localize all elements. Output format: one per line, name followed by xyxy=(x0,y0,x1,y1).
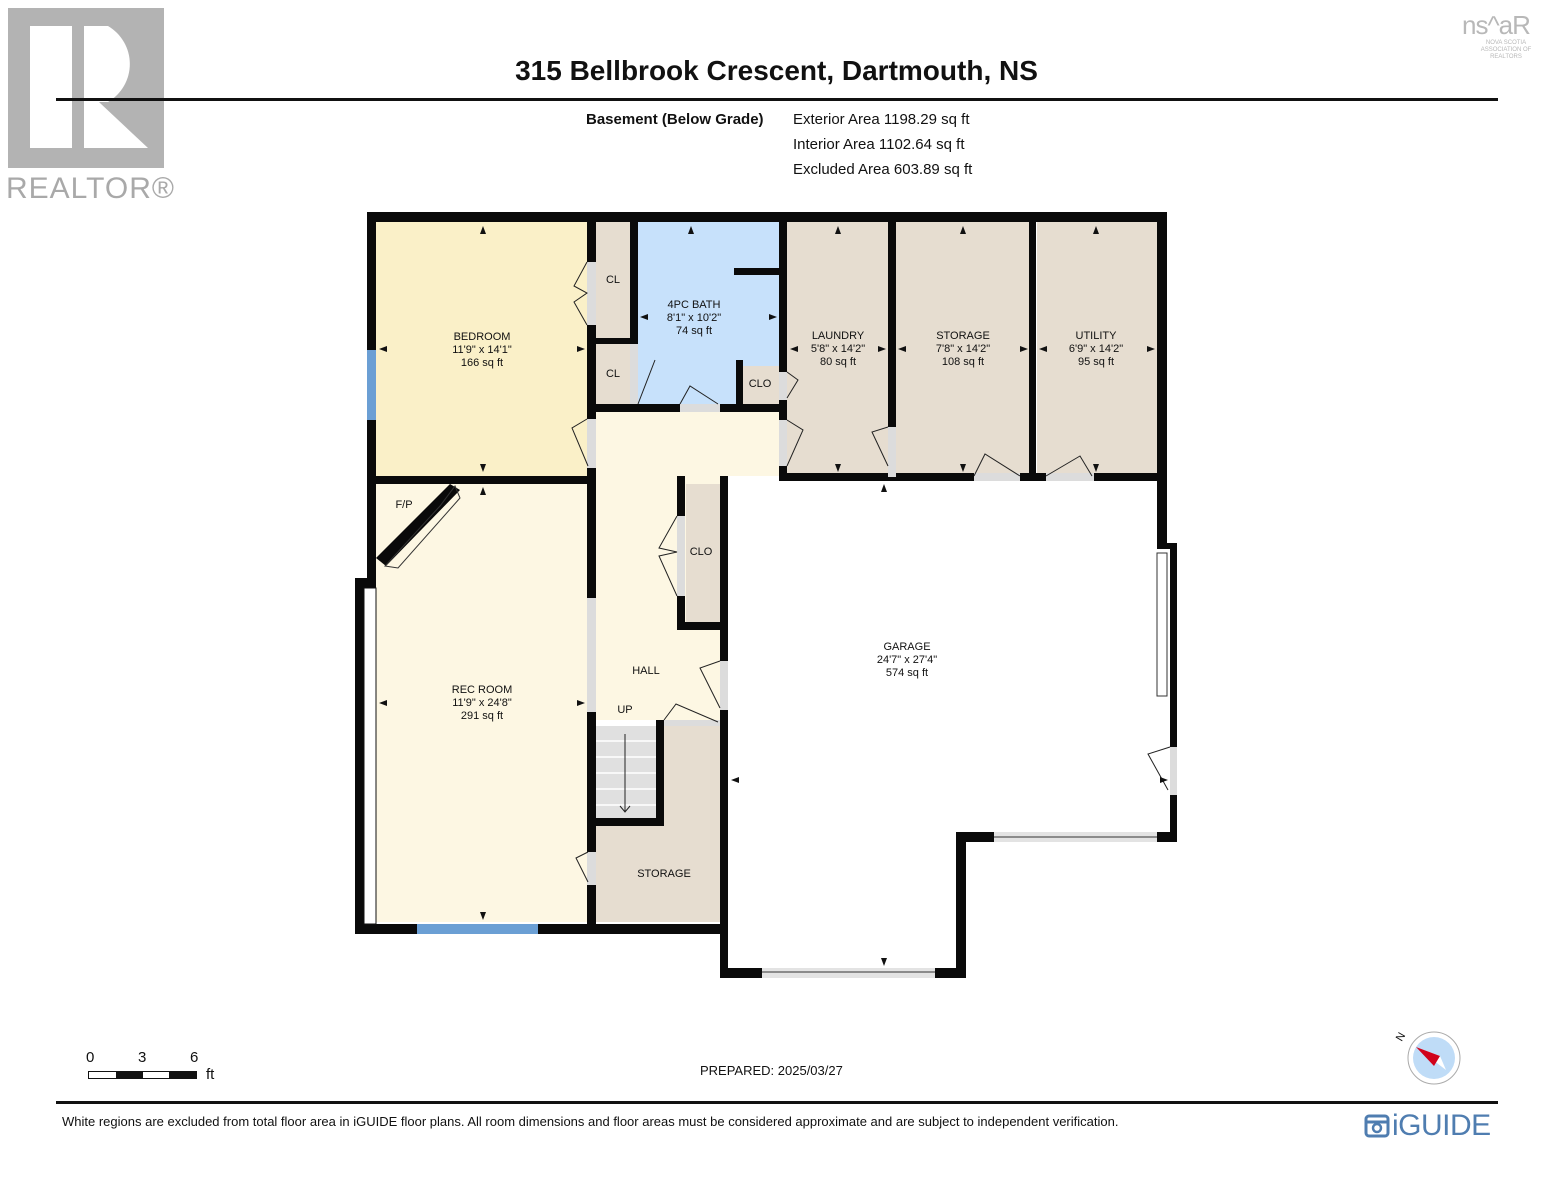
scale-unit: ft xyxy=(206,1066,215,1083)
room-laundry: LAUNDRY 5'8" x 14'2" 80 sq ft xyxy=(811,330,865,369)
room-dims: 11'9" x 14'1" xyxy=(452,344,512,356)
scale-bar xyxy=(88,1071,197,1079)
fireplace-label: F/P xyxy=(395,499,413,511)
closet-1-area xyxy=(596,222,632,338)
room-name: LAUNDRY xyxy=(811,330,865,342)
room-area: 108 sq ft xyxy=(941,356,985,368)
page-title: 315 Bellbrook Crescent, Dartmouth, NS xyxy=(515,55,1038,86)
room-dims: 5'8" x 14'2" xyxy=(810,343,866,355)
hall-closet-label: CLO xyxy=(689,546,713,558)
room-name: REC ROOM xyxy=(451,684,513,696)
closet-2-label: CL xyxy=(605,368,621,380)
scale-tick-3: 3 xyxy=(138,1049,147,1066)
room-area: 80 sq ft xyxy=(819,356,857,368)
room-area: 166 sq ft xyxy=(460,357,504,369)
disclaimer: White regions are excluded from total fl… xyxy=(62,1114,1119,1129)
scale-tick-0: 0 xyxy=(86,1049,95,1066)
stairs-up-label: UP xyxy=(617,704,633,716)
nsar-logo: ns^aR xyxy=(1462,10,1531,40)
room-dims: 11'9" x 24'8" xyxy=(452,697,512,709)
nsar-logo-subtext: NOVA SCOTIA ASSOCIATION OF REALTORS xyxy=(1480,40,1532,60)
iguide-camera-icon xyxy=(1364,1114,1390,1138)
utility-area xyxy=(1037,222,1157,476)
title-divider xyxy=(56,98,1498,101)
room-bedroom: BEDROOM 11'9" x 14'1" 166 sq ft xyxy=(452,331,512,370)
room-rec-room: REC ROOM 11'9" x 24'8" 291 sq ft xyxy=(452,684,513,723)
compass-icon xyxy=(1407,1031,1461,1085)
closet-1-label: CL xyxy=(605,274,621,286)
room-name: STORAGE xyxy=(936,330,990,342)
storage-small-label: STORAGE xyxy=(637,868,691,880)
realtor-r-icon xyxy=(30,26,148,148)
floor-name: Basement (Below Grade) xyxy=(586,111,764,128)
realtor-wordmark: REALTOR® xyxy=(6,172,176,205)
exterior-area: Exterior Area 1198.29 sq ft xyxy=(793,111,970,128)
room-area: 291 sq ft xyxy=(460,710,504,722)
iguide-wordmark: iGUIDE xyxy=(1392,1109,1491,1142)
hall-closet-area xyxy=(686,484,720,624)
room-4pc-bath: 4PC BATH 8'1" x 10'2" 74 sq ft xyxy=(667,299,721,338)
room-area: 74 sq ft xyxy=(675,325,713,337)
room-storage: STORAGE 7'8" x 14'2" 108 sq ft xyxy=(936,330,990,369)
bedroom-window xyxy=(367,350,376,420)
room-name: UTILITY xyxy=(1075,330,1117,342)
interior-area: Interior Area 1102.64 sq ft xyxy=(793,136,965,153)
room-area: 95 sq ft xyxy=(1077,356,1115,368)
prepared-date: PREPARED: 2025/03/27 xyxy=(700,1063,843,1078)
bath-closet-label: CLO xyxy=(748,378,772,390)
room-dims: 7'8" x 14'2" xyxy=(935,343,991,355)
excluded-area: Excluded Area 603.89 sq ft xyxy=(793,161,973,178)
room-utility: UTILITY 6'9" x 14'2" 95 sq ft xyxy=(1069,330,1123,369)
iguide-logo xyxy=(1364,1113,1390,1144)
storage-area xyxy=(895,222,1031,476)
rec-room-area xyxy=(375,484,588,922)
room-name: GARAGE xyxy=(883,641,931,653)
scale-tick-6: 6 xyxy=(190,1049,199,1066)
hall-label: HALL xyxy=(632,665,660,677)
realtor-logo xyxy=(8,8,164,168)
room-dims: 24'7" x 27'4" xyxy=(876,654,938,666)
room-dims: 8'1" x 10'2" xyxy=(666,312,722,324)
hall-upper-area xyxy=(596,411,782,476)
room-dims: 6'9" x 14'2" xyxy=(1068,343,1124,355)
bath-closet-area xyxy=(740,366,780,404)
closet-2-area xyxy=(596,344,632,404)
rec-window xyxy=(417,924,538,934)
room-name: 4PC BATH xyxy=(667,299,721,311)
bedroom-area xyxy=(375,222,589,476)
stairs-arrow-icon xyxy=(619,734,631,813)
storage-small-area xyxy=(596,820,720,922)
room-garage: GARAGE 24'7" x 27'4" 574 sq ft xyxy=(877,641,937,680)
footer-divider xyxy=(56,1101,1498,1104)
room-area: 574 sq ft xyxy=(885,667,929,679)
room-name: BEDROOM xyxy=(453,331,511,343)
